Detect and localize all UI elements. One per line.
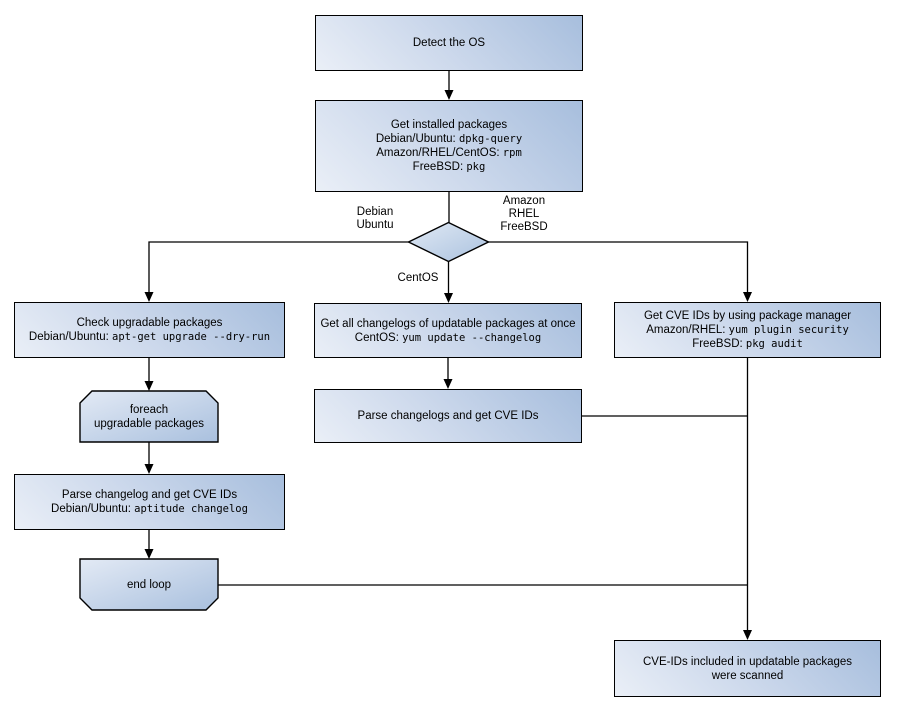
text-line: Amazon/RHEL/CentOS: rpm — [376, 147, 522, 159]
text-line: Check upgradable packages — [76, 317, 223, 329]
text-line: Debian/Ubuntu: aptitude changelog — [51, 503, 248, 515]
text-line: Parse changelogs and get CVE IDs — [357, 410, 539, 422]
text-line: FreeBSD: pkg — [412, 161, 486, 173]
text-line: end loop — [126, 578, 172, 591]
text-line: RHEL — [508, 208, 540, 220]
end-loop-shape — [79, 558, 219, 611]
node-end-loop: end loop — [80, 559, 218, 610]
text-line: FreeBSD — [500, 221, 548, 233]
os-decision-diamond — [406, 221, 491, 263]
text-line: CentOS — [397, 272, 439, 284]
text-line: were scanned — [711, 669, 784, 682]
text-line: Get all changelogs of updatable packages… — [320, 317, 576, 330]
text-line: Parse changelog and get CVE IDs — [61, 489, 238, 501]
text-line: Debian/Ubuntu: apt-get upgrade --dry-run — [28, 331, 271, 343]
text-line: Debian — [356, 206, 394, 218]
text-line: Amazon/RHEL: yum plugin security — [646, 324, 849, 336]
text-line: Amazon — [502, 195, 546, 207]
text-line: Debian/Ubuntu: dpkg-query — [375, 133, 523, 145]
text-line: Ubuntu — [356, 219, 394, 231]
text-line: upgradable packages — [94, 417, 204, 430]
text-line: FreeBSD: pkg audit — [692, 338, 803, 350]
text-line: Get CVE IDs by using package manager — [643, 310, 852, 322]
node-detect-os: Detect the OS — [315, 15, 583, 71]
arrowheads — [144, 90, 752, 640]
node-parse-changelogs: Parse changelogs and get CVE IDs — [314, 389, 582, 443]
text-line: Get installed packages — [390, 119, 508, 131]
text-line: foreach — [129, 403, 169, 416]
foreach-loop-shape — [79, 390, 219, 443]
text-line: CentOS: yum update --changelog — [354, 331, 542, 344]
edge-label-centos: CentOS — [398, 272, 439, 285]
node-get-all-changelogs: Get all changelogs of updatable packages… — [314, 303, 582, 358]
text-line: Detect the OS — [412, 37, 486, 49]
text-line: CVE-IDs included in updatable packages — [642, 655, 853, 668]
connector-lines — [148, 71, 749, 631]
